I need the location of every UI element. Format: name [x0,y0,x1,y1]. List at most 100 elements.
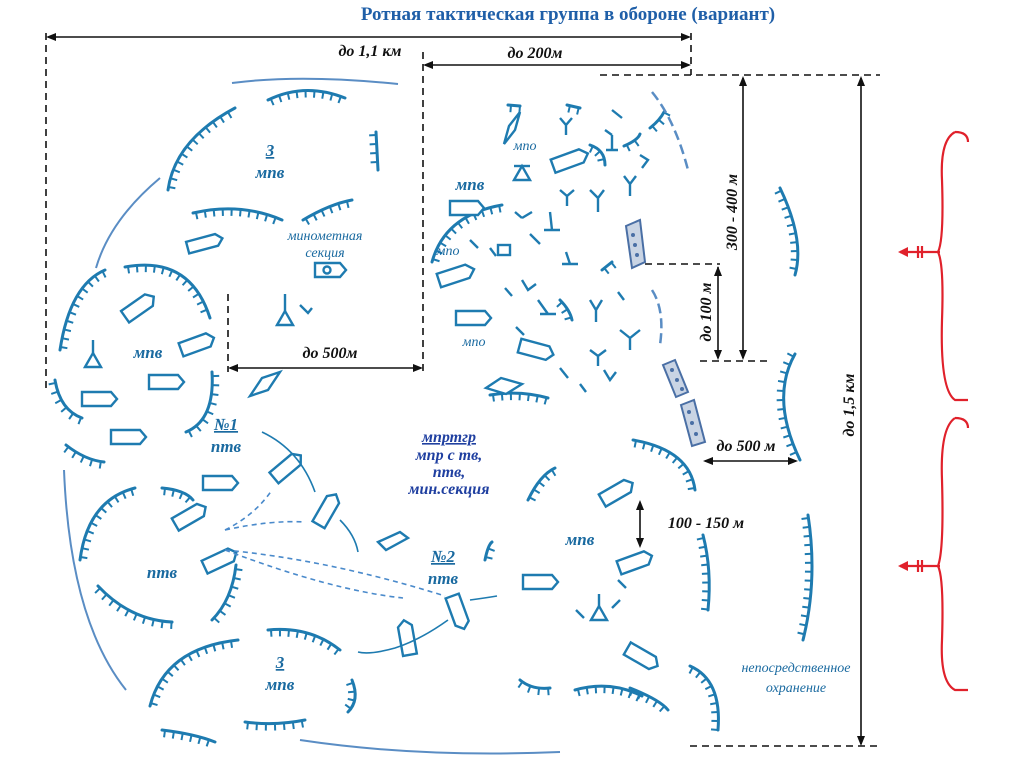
trench-tick [485,556,493,560]
trench-tick [804,588,812,591]
dim-width-200: до 200м [508,45,563,62]
trench-tick [212,209,216,217]
trench-tick [782,361,791,366]
company-boundary [63,77,561,755]
trench-tick [166,670,174,677]
trench-tick [799,623,807,627]
trench-tick [69,311,77,316]
trench-tick [517,681,524,689]
trench-tick [195,425,202,432]
trench-tick [708,693,716,698]
trench-tick [295,91,299,99]
trench-tick [212,644,217,652]
trench-tick [204,126,211,134]
dim-100-150: 100 - 150 м [668,515,744,532]
trench-tick [700,554,708,558]
trench-ticks [369,133,378,164]
trench-tick [677,463,685,470]
trench-ticks [567,105,580,115]
trench-ticks [213,568,243,624]
trench-tick [219,116,225,124]
trench-ticks [194,208,277,225]
label-mpv3-bottom-name: мпв [265,675,295,694]
label-mprtgr-3: мин.секция [408,481,490,498]
trench-tick [347,697,355,702]
trench-ticks [774,189,798,270]
trench-tick [671,456,678,464]
label-mpv3-top-num: 3 [265,141,275,160]
trench-tick [633,139,640,147]
trench-tick [779,370,788,375]
trench-tick [333,648,340,656]
trench-tick [287,629,290,637]
trench-tick [658,705,666,713]
trench-tick [700,677,708,684]
trench-tick [543,474,551,482]
trench-tick [633,440,637,448]
trench-tick [346,681,354,686]
trench-tick [171,731,175,739]
trench-tick [328,206,334,214]
label-mpv-top-mid: мпв [455,175,485,194]
trench-tick [533,488,541,494]
trench-tick [224,602,232,608]
trench-tick [94,587,101,594]
trench-tick [347,690,356,694]
trench-tick [535,395,539,403]
trench-tick [788,232,796,236]
trench-tick [126,266,131,274]
trench-tick [68,412,74,420]
trench-tick [300,720,304,728]
label-mpv3-top-name: мпв [255,163,285,182]
trench-tick [196,300,204,306]
trench-tick [802,525,810,529]
trench-ticks [517,681,550,696]
weapon-positions [299,109,650,619]
trench-tick [777,379,786,384]
trench-tick [498,205,502,213]
trench-tick [191,138,199,146]
trench-tick [227,111,233,119]
trench-tick [186,145,193,152]
label-ptv-left: птв [147,563,178,582]
dimension-lines [45,33,880,747]
trench-ticks [625,139,640,152]
trench-tick [800,614,809,618]
trench-tick [682,470,690,476]
dim-depth-300-400: 300 - 400 м [724,174,741,251]
trench-tick [77,417,82,425]
scheme-title: Ротная тактическая группа в обороне (вар… [361,4,775,25]
trench-tick [209,401,217,406]
trench-tick [321,91,325,99]
trench-tick [108,599,115,607]
trench-tick [180,658,186,666]
trench-tick [780,425,788,430]
vehicle-symbols [80,111,659,671]
dim-500-right: до 500 м [717,438,776,455]
trench-tick [295,630,299,639]
trench-tick [786,352,795,358]
trench-tick [786,223,795,228]
trench-tick [60,406,68,413]
trench-tick [629,688,634,696]
trench-tick [537,687,541,696]
trench-tick [54,399,62,405]
trench-tick [312,213,318,221]
trench-tick [201,418,209,425]
trench-tick [156,685,165,691]
trench-tick [561,308,569,314]
trench-ticks [80,488,135,560]
movement-routes [224,431,498,654]
trench-tick [585,687,589,695]
label-mpo-low: мпо [462,335,486,350]
trench-tick [304,217,310,226]
trench-ticks [269,90,342,106]
trench-tick [86,530,95,535]
label-ptv2-name: птв [428,569,459,588]
trench-ticks [187,374,220,438]
trench-ticks [776,352,797,456]
trench-tick [695,671,702,679]
trench-tick [76,295,84,301]
label-mpv-left: мпв [133,343,163,362]
trench-tick [200,308,208,314]
